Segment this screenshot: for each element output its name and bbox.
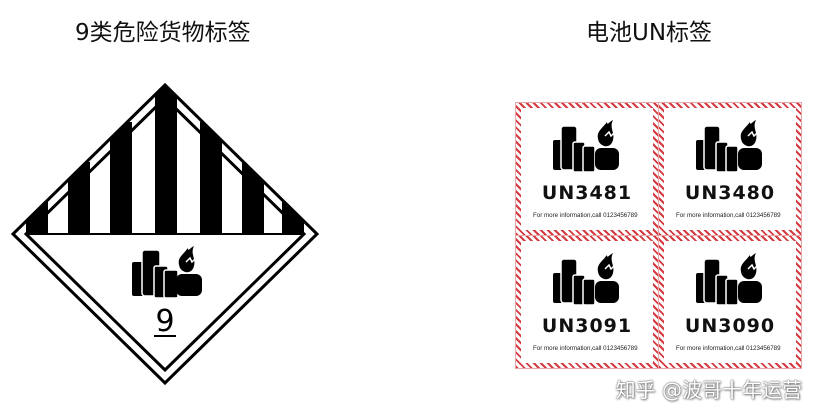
contact-info: For more information,call 0123456789 bbox=[533, 212, 638, 219]
lithium-battery-fire-icon bbox=[696, 120, 762, 173]
lithium-battery-fire-icon bbox=[696, 253, 762, 306]
watermark: 知乎 @波哥十年运营 bbox=[615, 378, 802, 402]
battery-label-card-4: UN3090 For more information,call 0123456… bbox=[658, 235, 802, 369]
un-number: UN3481 bbox=[541, 182, 633, 204]
un-number: UN3480 bbox=[684, 182, 776, 204]
lithium-battery-fire-icon bbox=[553, 253, 619, 306]
battery-label-card-1: UN3481 For more information,call 0123456… bbox=[515, 102, 659, 236]
class9-label-heading: 9类危险货物标签 bbox=[75, 20, 251, 46]
battery-label-card-2: UN3480 For more information,call 0123456… bbox=[658, 102, 802, 236]
contact-info: For more information,call 0123456789 bbox=[533, 345, 638, 352]
un-number: UN3091 bbox=[541, 315, 633, 337]
un-number: UN3090 bbox=[684, 315, 776, 337]
contact-info: For more information,call 0123456789 bbox=[676, 212, 781, 219]
lithium-battery-fire-icon bbox=[132, 246, 202, 299]
battery-label-heading: 电池UN标签 bbox=[586, 20, 713, 46]
class9-hazard-diamond: 9 bbox=[10, 82, 320, 386]
contact-info: For more information,call 0123456789 bbox=[676, 345, 781, 352]
lithium-battery-fire-icon bbox=[553, 120, 619, 173]
battery-label-card-3: UN3091 For more information,call 0123456… bbox=[515, 235, 659, 369]
class-number: 9 bbox=[155, 304, 174, 339]
